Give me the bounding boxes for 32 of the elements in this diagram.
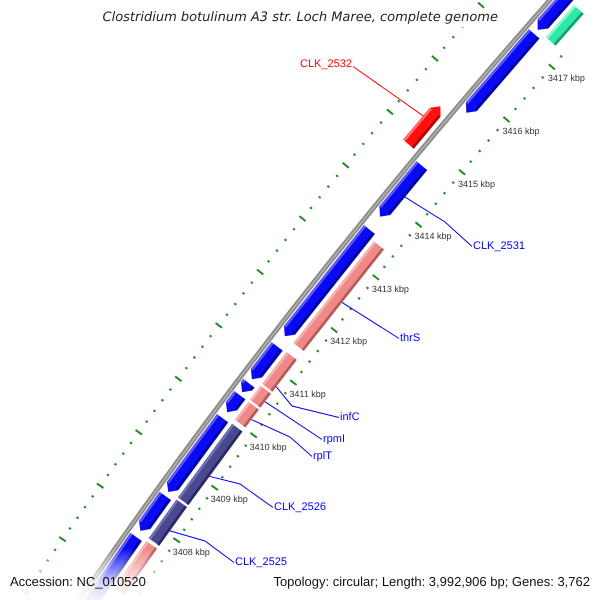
scale-label: 3413 kbp bbox=[372, 284, 409, 294]
gene-feature bbox=[379, 161, 428, 217]
scale-label: 3409 kbp bbox=[210, 495, 248, 504]
scale-label: 3412 kbp bbox=[330, 337, 368, 346]
gene-label: thrS bbox=[400, 332, 420, 345]
gene-label: infC bbox=[340, 411, 360, 424]
leader-line bbox=[352, 66, 424, 116]
gene-feature bbox=[403, 106, 441, 149]
scale-label: 3415 kbp bbox=[458, 180, 496, 189]
gene-label: CLK_2531 bbox=[473, 240, 525, 253]
scale-label: 3414 kbp bbox=[414, 232, 452, 242]
leader-line bbox=[404, 196, 472, 247]
gene-label: CLK_2532 bbox=[300, 58, 352, 71]
gene-label: CLK_2525 bbox=[235, 556, 287, 569]
scale-label: 3417 kbp bbox=[548, 74, 585, 84]
accession-text: Accession: NC_010520 bbox=[10, 574, 146, 589]
leader-line bbox=[276, 386, 340, 418]
gene-label: rplT bbox=[313, 450, 332, 463]
scale-label: 3410 kbp bbox=[250, 442, 287, 452]
scale-label: 3411 kbp bbox=[289, 390, 326, 400]
scale-label: 3416 kbp bbox=[502, 127, 540, 136]
leader-line bbox=[251, 419, 312, 457]
leader-line bbox=[341, 302, 400, 339]
leader-line bbox=[169, 530, 234, 563]
gene-block bbox=[262, 352, 297, 392]
gene-label: CLK_2526 bbox=[274, 501, 326, 514]
scale-label: 3408 kbp bbox=[172, 548, 210, 557]
gene-block bbox=[235, 402, 259, 428]
genome-info-text: Topology: circular; Length: 3,992,906 bp; Genes: 3,762 bbox=[273, 574, 590, 589]
leader-line bbox=[264, 401, 322, 440]
gene-label: rpmI bbox=[323, 433, 345, 446]
leader-line bbox=[208, 476, 274, 508]
